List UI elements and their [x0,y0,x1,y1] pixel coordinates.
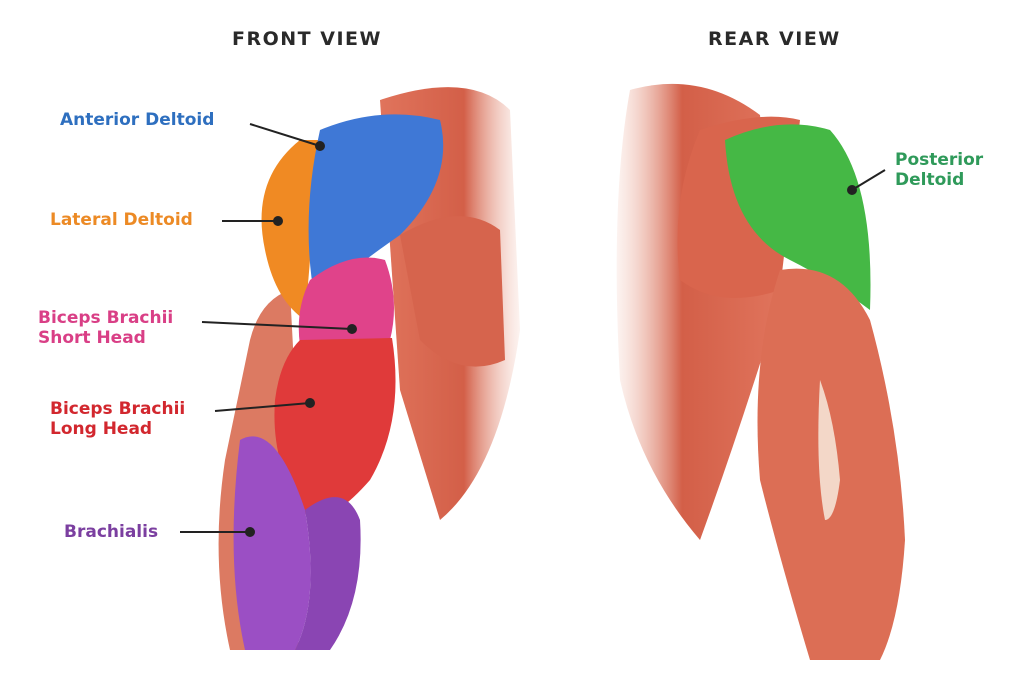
rear-view-title: REAR VIEW [708,28,841,50]
front-view-title: FRONT VIEW [232,28,382,50]
brachialis [233,436,311,650]
pectoral [400,216,505,367]
anterior-deltoid [308,114,444,300]
label-posterior-line2: Deltoid [895,170,965,190]
label-biceps-long-line1: Biceps Brachii [50,399,186,419]
leader-lines [180,123,886,537]
biceps-short-head [298,257,394,345]
front-arm [218,87,520,650]
triceps-tendon [818,380,840,520]
label-biceps-long-line2: Long Head [50,419,153,439]
label-biceps-short-head: Biceps Brachii Short Head [38,308,173,348]
label-brachialis: Brachialis [64,522,159,542]
label-posterior-deltoid: Posterior Deltoid [895,150,983,190]
posterior-deltoid [725,124,871,310]
label-anterior-deltoid: Anterior Deltoid [60,110,215,130]
label-biceps-long-head: Biceps Brachii Long Head [50,399,185,439]
label-biceps-short-line1: Biceps Brachii [38,308,174,328]
rear-arm [616,83,905,660]
lateral-deltoid [261,140,320,320]
label-posterior-line1: Posterior [895,150,984,170]
brachialis-inner [295,497,361,650]
biceps-long-head [274,338,396,520]
label-biceps-short-line2: Short Head [38,328,146,348]
label-lateral-deltoid: Lateral Deltoid [50,210,193,230]
